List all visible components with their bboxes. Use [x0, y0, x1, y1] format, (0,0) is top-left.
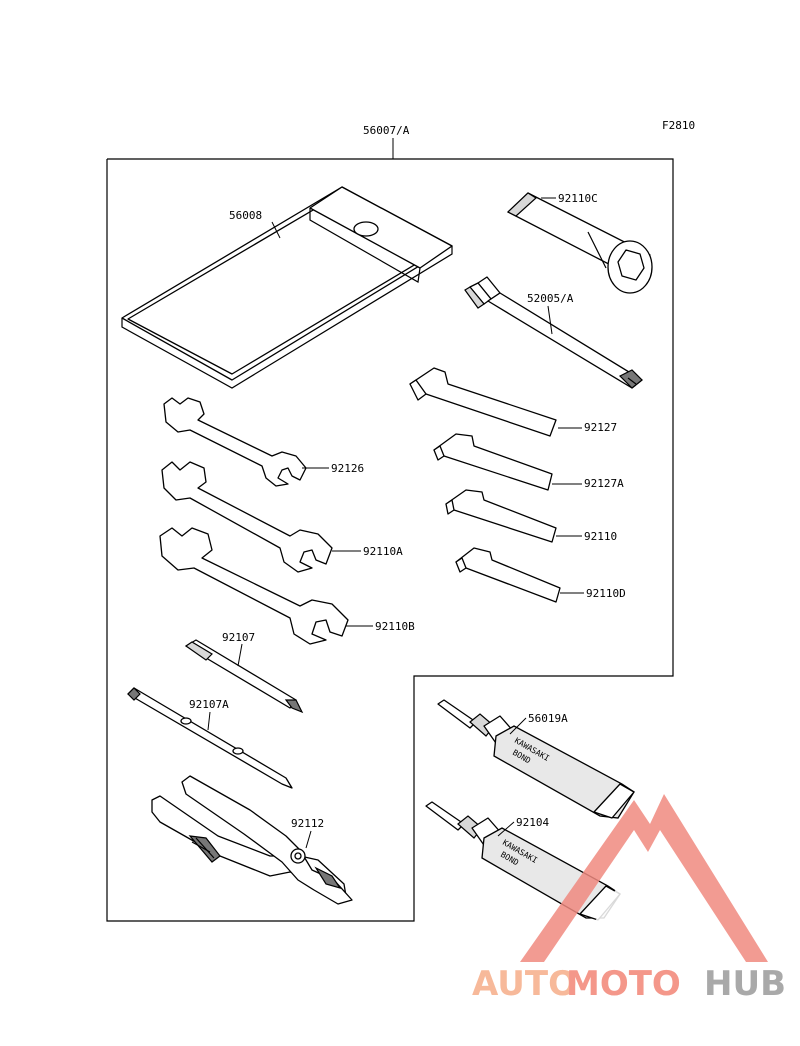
pliers[interactable] [151, 775, 353, 905]
box-wrench[interactable] [506, 192, 653, 294]
label-hex-92127[interactable]: 92127 [584, 421, 617, 434]
figure-code: F2810 [662, 119, 695, 132]
label-wrench-92126[interactable]: 92126 [331, 462, 364, 475]
hex-wrench-92110d[interactable] [455, 547, 561, 603]
watermark-auto: AUTO [472, 964, 577, 1004]
label-wrench-92110a[interactable]: 92110A [363, 545, 403, 558]
label-wrench-92110b[interactable]: 92110B [375, 620, 415, 633]
wrench-92126[interactable] [163, 397, 307, 487]
hex-wrench-92110[interactable] [445, 489, 557, 543]
kit-outline [106, 158, 674, 922]
label-box-wrench[interactable]: 92110C [558, 192, 598, 205]
screwdriver[interactable] [127, 687, 293, 789]
label-screwdriver-bit[interactable]: 92107 [222, 631, 255, 644]
watermark-triangle-icon [520, 794, 768, 962]
label-hex-92127a[interactable]: 92127A [584, 477, 624, 490]
label-hex-92110d[interactable]: 92110D [586, 587, 626, 600]
watermark-hub: HUB [704, 964, 786, 1004]
wrench-92110b[interactable] [159, 527, 349, 645]
label-kit[interactable]: 56007/A [363, 124, 410, 137]
hex-wrench-92127a[interactable] [433, 433, 553, 491]
label-bond-92104[interactable]: 92104 [516, 816, 549, 829]
hex-wrench-92127[interactable] [409, 367, 557, 437]
label-pliers[interactable]: 92112 [291, 817, 324, 830]
label-case[interactable]: 56008 [229, 209, 262, 222]
label-hex-92110[interactable]: 92110 [584, 530, 617, 543]
label-extension-bar[interactable]: 52005/A [527, 292, 574, 305]
screwdriver-bit[interactable] [184, 639, 304, 714]
label-bond-56019a[interactable]: 56019A [528, 712, 568, 725]
watermark-logo [520, 794, 768, 962]
watermark-moto: MOTO [566, 964, 681, 1004]
wrench-92110a[interactable] [161, 461, 333, 573]
label-screwdriver[interactable]: 92107A [189, 698, 229, 711]
tool-case[interactable] [121, 186, 453, 389]
bond-tube-56019a[interactable]: KAWASAKI BOND [437, 699, 635, 819]
extension-bar[interactable] [464, 276, 643, 389]
